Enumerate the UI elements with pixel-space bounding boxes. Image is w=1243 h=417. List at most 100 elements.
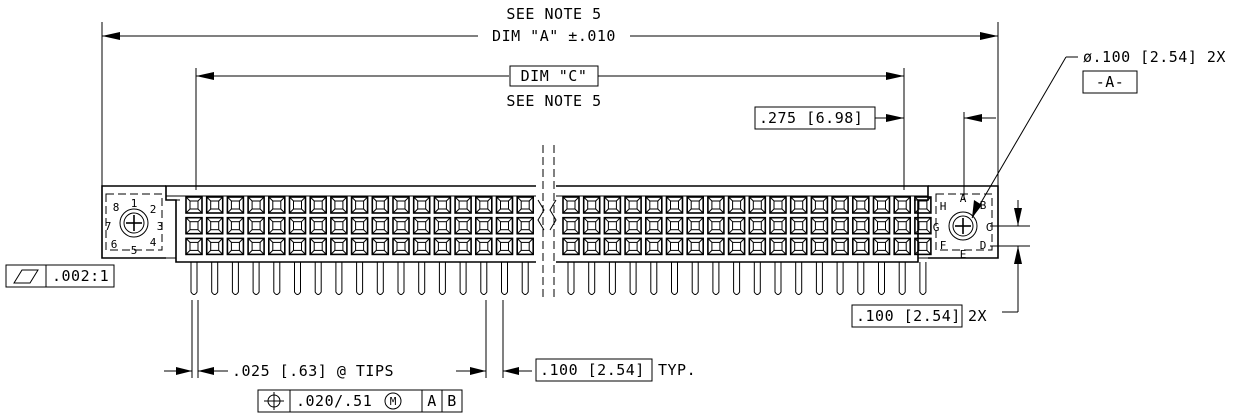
pin-tip: [314, 262, 322, 295]
dim-a-label: DIM "A" ±.010: [492, 27, 616, 45]
hole-letter-label: G: [933, 221, 940, 234]
contact-cavity: [247, 216, 265, 235]
contact-cavity: [350, 237, 369, 256]
pitch-vertical-box: [851, 304, 963, 328]
contact-cavity: [789, 237, 808, 256]
pin-tip: [501, 262, 508, 295]
dim-c-group: DIM "C" SEE NOTE 5: [195, 65, 905, 190]
contact-cavity: [516, 196, 535, 214]
position-datum-1: A: [427, 392, 437, 410]
contact-cavity: [454, 216, 472, 235]
pin-tip: [588, 262, 596, 295]
pin-tip: [438, 262, 446, 295]
contact-cavity: [665, 237, 684, 256]
pin-tip: [712, 262, 720, 295]
dim-275-label: 275 [6.98]: [768, 109, 863, 127]
hole-callout: ø.100 [2.54] 2X: [1083, 48, 1226, 66]
tips-value: .025 [.63] @ TIPS: [232, 362, 394, 380]
position-datum-2: B: [447, 392, 457, 410]
dim-c-label: DIM "C": [521, 67, 588, 85]
dim-pitch-vertical-group: .100 [2.54] 2X: [851, 200, 1030, 328]
hole-number-label: 5: [131, 244, 138, 257]
contact-cavity: [603, 216, 622, 235]
contact-cavity: [831, 196, 849, 214]
contact-cavity: [247, 196, 265, 214]
pin-tip: [650, 262, 658, 295]
contact-cavity: [831, 216, 849, 235]
pin-tip: [211, 262, 219, 295]
pin-tip: [608, 262, 616, 295]
pin-tip: [273, 262, 281, 295]
pin-tip: [480, 262, 488, 295]
contact-cavity: [810, 196, 829, 214]
contact-cavity: [205, 196, 224, 214]
pitch-horizontal-value: .100 [2.54]: [540, 361, 645, 379]
contact-cavity: [665, 216, 684, 235]
contact-cavity: [267, 196, 286, 214]
contact-cavity: [914, 237, 932, 256]
contact-cavity: [330, 237, 348, 256]
contact-cavity: [309, 196, 328, 214]
pin-tip: [335, 262, 343, 295]
contact-cavity: [371, 237, 390, 256]
contact-cavity: [769, 216, 787, 235]
contact-cavity: [205, 237, 224, 256]
pitch-horizontal-suffix: TYP.: [658, 361, 696, 379]
pitch-vertical-suffix: 2X: [968, 307, 987, 325]
hole-number-label: 8: [113, 201, 120, 214]
contact-cavity: [185, 237, 203, 256]
pin-tip: [671, 262, 678, 295]
contact-cavity: [872, 237, 891, 256]
pin-tip: [356, 262, 364, 295]
contact-cavity: [392, 237, 410, 256]
contact-cavity: [893, 216, 912, 235]
hole-letter-label: C: [986, 221, 993, 234]
contact-cavity: [582, 216, 601, 235]
contact-cavity: [185, 216, 203, 235]
dim-pitch-horizontal-group: .100 [2.54] TYP.: [456, 300, 696, 382]
flatness-icon: [13, 269, 39, 284]
contact-cavity: [226, 237, 245, 256]
datum-a-box: [1082, 70, 1138, 94]
contact-cavity: [665, 196, 684, 214]
pin-tip: [733, 262, 741, 295]
contact-cavity: [309, 216, 328, 235]
connector-body: [101, 145, 999, 300]
contact-cavity: [288, 196, 307, 214]
hole-letter-label: D: [980, 239, 987, 252]
contact-cavity: [582, 237, 601, 256]
contact-cavity: [516, 237, 535, 256]
contact-cavity: [267, 216, 286, 235]
contact-cavity: [454, 196, 472, 214]
pitch-horizontal-box: [535, 358, 653, 382]
contact-cavity: [686, 196, 705, 214]
pin-tip: [459, 262, 467, 295]
contact-cavity: [226, 216, 245, 235]
pitch-vertical-value: .100 [2.54]: [856, 307, 961, 325]
contact-cavity: [288, 237, 307, 256]
hole-letter-label: A: [960, 192, 967, 205]
position-modifier: M: [390, 395, 397, 408]
contact-cavity: [226, 196, 245, 214]
pin-tip: [898, 262, 906, 295]
contact-cavity: [789, 196, 808, 214]
contact-cavity: [748, 196, 767, 214]
contact-cavity: [686, 237, 705, 256]
contact-cavity: [474, 237, 493, 256]
contact-cavity: [707, 196, 725, 214]
contact-grid-right: [562, 196, 932, 256]
hole-callout-group: ø.100 [2.54] 2X -A-: [971, 48, 1226, 219]
dim-275-prefix: .: [759, 109, 769, 127]
dim-a-note: SEE NOTE 5: [506, 5, 601, 23]
contact-cavity: [433, 216, 452, 235]
contact-cavity: [707, 216, 725, 235]
position-icon: [264, 392, 284, 410]
contact-cavity: [603, 196, 622, 214]
hole-number-label: 7: [105, 220, 112, 233]
contact-grid-left: [185, 196, 535, 256]
pin-tip: [397, 262, 405, 295]
